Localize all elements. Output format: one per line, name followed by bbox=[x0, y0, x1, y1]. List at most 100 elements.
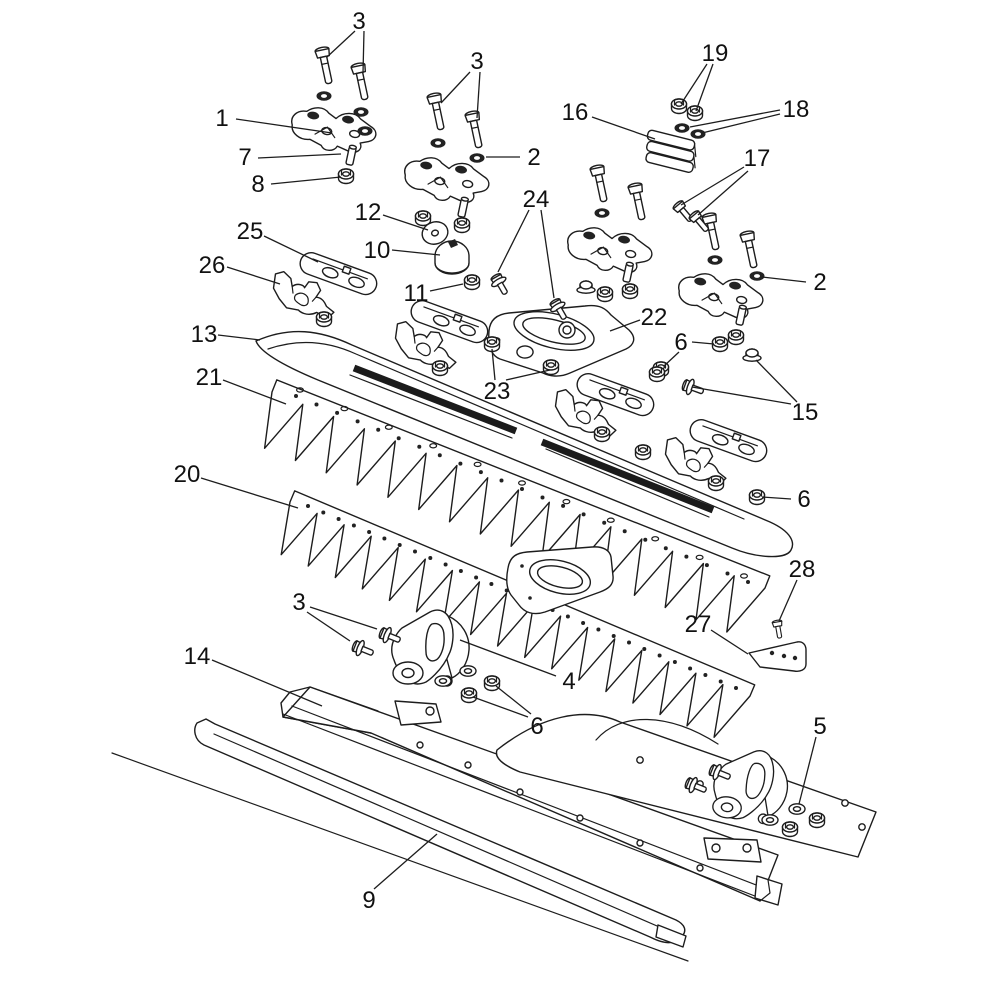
rivet-hole bbox=[367, 530, 372, 534]
callout-10: 10 bbox=[364, 237, 391, 264]
rivet-hole bbox=[695, 554, 704, 561]
nut bbox=[593, 426, 611, 443]
rivet-hole bbox=[384, 424, 393, 430]
rivet-hole bbox=[561, 503, 566, 508]
nut-19 bbox=[670, 98, 688, 115]
rivet-hole bbox=[340, 405, 349, 412]
leader-line bbox=[257, 153, 342, 159]
rivet-hole bbox=[314, 402, 319, 407]
flange-nut bbox=[576, 280, 596, 294]
angle-bar-9 bbox=[111, 718, 689, 962]
rivet-hole bbox=[684, 554, 689, 559]
leader-line bbox=[440, 71, 471, 104]
leader-line bbox=[680, 63, 708, 105]
nut bbox=[634, 444, 652, 461]
rivet-hole bbox=[704, 563, 709, 568]
rivet-hole bbox=[397, 543, 402, 547]
rivet-hole bbox=[474, 575, 479, 580]
rivet-hole bbox=[520, 487, 524, 491]
nut bbox=[707, 475, 725, 492]
rivet-hole bbox=[296, 387, 305, 393]
washer bbox=[434, 675, 452, 687]
leader-line bbox=[701, 113, 781, 134]
washer bbox=[761, 814, 779, 826]
rivet-hole bbox=[336, 517, 341, 521]
rivet-hole bbox=[443, 562, 448, 567]
leader-line bbox=[326, 30, 356, 58]
callout-17: 17 bbox=[744, 145, 771, 172]
rivet-hole bbox=[437, 453, 442, 458]
rivet-hole bbox=[734, 686, 738, 690]
leader-line bbox=[373, 833, 438, 890]
callout-9: 9 bbox=[362, 887, 375, 914]
rivet-hole bbox=[622, 529, 627, 534]
callout-22: 22 bbox=[641, 304, 668, 331]
washer bbox=[430, 138, 446, 148]
callout-11: 11 bbox=[404, 280, 429, 307]
bolt-3 bbox=[349, 637, 377, 662]
rivet-hole bbox=[473, 461, 482, 468]
rivet-hole bbox=[643, 537, 648, 542]
leader-line bbox=[309, 606, 378, 630]
nut-19 bbox=[686, 105, 704, 122]
rivet-hole bbox=[382, 536, 387, 541]
leader-line bbox=[710, 629, 749, 655]
washer-5 bbox=[788, 803, 806, 815]
rivet-hole bbox=[540, 495, 545, 500]
rivet-hole bbox=[351, 523, 356, 528]
flange-nut-15 bbox=[742, 348, 762, 362]
nut bbox=[621, 283, 639, 300]
leader-line bbox=[211, 659, 323, 707]
rivet-hole bbox=[413, 549, 417, 554]
leader-line bbox=[391, 249, 441, 256]
rivet-hole bbox=[725, 571, 730, 576]
callout-6: 6 bbox=[674, 329, 687, 356]
rivet-hole bbox=[606, 517, 615, 523]
callout-19: 19 bbox=[702, 40, 729, 67]
leader-line bbox=[691, 341, 715, 345]
bolt-3 bbox=[349, 61, 373, 102]
bolt-3 bbox=[626, 181, 650, 222]
leader-line bbox=[778, 579, 798, 622]
rivet-hole bbox=[657, 653, 662, 658]
rivet-hole bbox=[565, 614, 570, 619]
washer-18 bbox=[674, 123, 690, 133]
leader-line bbox=[689, 109, 781, 128]
knife-head-4 bbox=[391, 609, 470, 687]
disc-washer-12 bbox=[421, 221, 449, 245]
callout-14: 14 bbox=[184, 643, 211, 670]
callout-20: 20 bbox=[174, 461, 201, 488]
nut bbox=[453, 217, 471, 234]
callout-13: 13 bbox=[191, 321, 218, 348]
leader-line bbox=[798, 736, 817, 805]
leader-line bbox=[491, 348, 496, 381]
leader-line bbox=[472, 696, 529, 718]
washer-2 bbox=[749, 271, 765, 281]
knife-clip-2b bbox=[563, 222, 656, 279]
knife-back-21 bbox=[263, 379, 771, 633]
washer-18 bbox=[690, 129, 706, 139]
rivet-hole bbox=[458, 569, 463, 573]
rivet-hole bbox=[489, 582, 494, 586]
callout-2: 2 bbox=[527, 144, 540, 171]
nut bbox=[648, 366, 666, 383]
leader-line bbox=[222, 379, 287, 405]
knife-assembly-20 bbox=[280, 490, 756, 738]
nut-11 bbox=[463, 274, 481, 291]
nut-6 bbox=[483, 675, 501, 692]
leader-line bbox=[270, 176, 342, 185]
callout-16: 16 bbox=[562, 99, 589, 126]
rivet-hole bbox=[672, 660, 677, 664]
leader-line bbox=[761, 496, 792, 500]
callout-6: 6 bbox=[797, 486, 810, 513]
leader-line bbox=[263, 235, 319, 263]
rivet-hole bbox=[627, 640, 631, 645]
rivet-hole bbox=[429, 443, 438, 449]
nut bbox=[596, 286, 614, 303]
leader-line bbox=[663, 351, 680, 367]
leader-line bbox=[362, 30, 365, 74]
washer-2 bbox=[469, 153, 485, 163]
bolt-3 bbox=[425, 91, 449, 132]
callout-15: 15 bbox=[792, 399, 819, 426]
callout-25: 25 bbox=[237, 218, 264, 245]
